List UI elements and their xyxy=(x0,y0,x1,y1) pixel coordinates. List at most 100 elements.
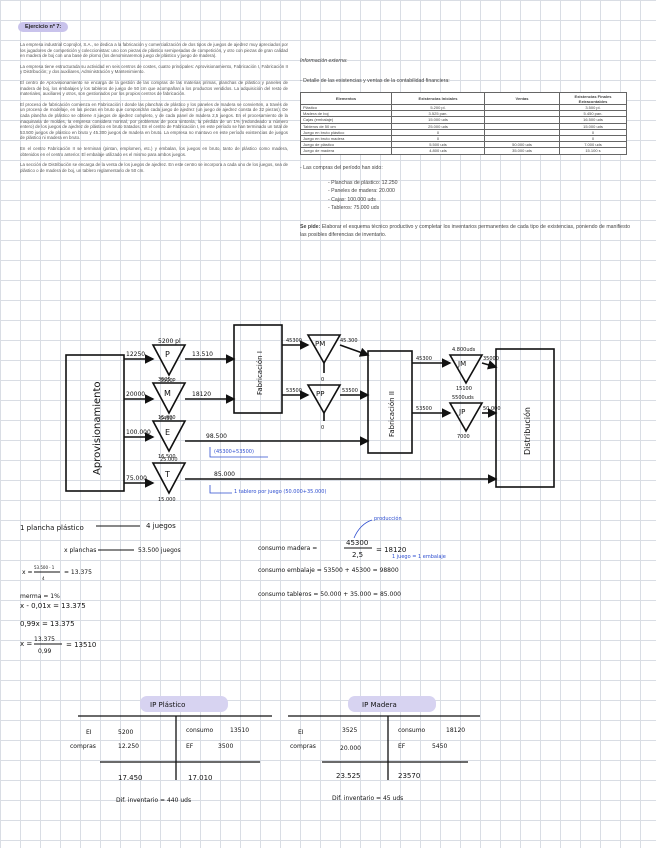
ipp-ef-v: 3500 xyxy=(218,743,233,750)
pp-out: 53500 xyxy=(342,388,358,394)
ipp-compras-v: 12.250 xyxy=(118,743,139,750)
ip-plastico-title-bg xyxy=(140,696,228,712)
table-header-row: Elementos Existencias Iniciales Ventas E… xyxy=(300,92,627,105)
paragraph: El centro de Aprovisionamiento se encarg… xyxy=(20,79,288,97)
paragraph: En el centro Fabricación II se terminan … xyxy=(20,145,288,157)
triangle-pm xyxy=(306,334,342,365)
calc-m1d: 2,5 xyxy=(352,551,363,559)
calc-m1r: = 18120 xyxy=(376,546,406,554)
production-diagram: Aprovisionamiento Fabricación I Fabricac… xyxy=(65,324,555,503)
jp-in: 53500 xyxy=(416,406,432,412)
ipp-ei-v: 5200 xyxy=(118,729,133,736)
ipm-dif: Dif. inventario = 45 uds xyxy=(332,795,403,802)
jm-out: 35000 xyxy=(483,356,499,362)
triangle-jm xyxy=(448,354,484,385)
calc-l6: 0,99x = 13.375 xyxy=(20,620,75,628)
list-item: - Cajas: 100.000 uds xyxy=(328,196,376,203)
col-header: Ventas xyxy=(484,92,560,105)
ipm-ei-v: 3525 xyxy=(342,727,357,734)
paragraph: La sección de Distribución se encarga de… xyxy=(20,162,288,173)
purchases-block: - Las compras del período han sido: - Pl… xyxy=(300,165,630,213)
info-detail: - Detalle de las existencias y ventas de… xyxy=(300,78,450,84)
p-out: 13.510 xyxy=(192,351,213,358)
calculations: 1 plancha plástico 4 juegos x planchas 5… xyxy=(20,515,446,600)
triangle-m xyxy=(151,382,187,415)
pm-out: 45.300 xyxy=(340,338,358,344)
calc-l1b: 4 juegos xyxy=(146,522,176,530)
ipm-total-r: 23570 xyxy=(398,772,420,780)
paragraph: El proceso de fabricación comienza en Fa… xyxy=(20,101,288,141)
ipm-compras-v: 20.000 xyxy=(340,745,361,752)
p-letter: P xyxy=(165,350,170,359)
ipm-total-l: 23.525 xyxy=(336,772,361,780)
calc-l3d: 4 xyxy=(42,576,45,581)
ipm-ef-v: 5450 xyxy=(432,743,447,750)
t-bottom: 15.000 xyxy=(158,497,176,503)
embalaje-note-arrow xyxy=(209,447,268,458)
calc-l7r: = 13510 xyxy=(66,641,96,649)
pm-letter: PM xyxy=(315,340,325,348)
fab1-label: Fabricación I xyxy=(256,351,264,395)
pm-bottom: 0 xyxy=(321,377,324,383)
pp-in: 53500 xyxy=(286,388,302,394)
t-in: 75.000 xyxy=(126,475,147,482)
ipp-total-l: 17.450 xyxy=(118,774,143,782)
cell: 15.100 s xyxy=(559,147,627,155)
ipm-cons: consumo xyxy=(398,727,426,734)
fab2-label: Fabricación II xyxy=(388,391,396,437)
pp-letter: PP xyxy=(316,390,324,398)
calc-l2a: x planchas xyxy=(64,547,96,554)
p-bottom: 3500 xyxy=(160,378,173,384)
e-in: 100.000 xyxy=(126,429,151,436)
exercise-badge: Ejercicio nº 7: xyxy=(18,22,69,32)
jm-bottom: 15100 xyxy=(456,386,472,392)
ipp-cons-v: 13510 xyxy=(230,727,249,734)
p-top: 5200 pl xyxy=(158,338,181,345)
dist-label: Distribución xyxy=(522,407,532,455)
t-letter: T xyxy=(164,470,170,479)
purchases-title: - Las compras del período han sido: xyxy=(300,164,383,171)
jp-out: 50.000 xyxy=(483,406,501,412)
aprovisionamiento-box xyxy=(65,354,125,492)
ipp-ei: EI xyxy=(86,729,92,736)
triangle-t xyxy=(151,462,187,495)
jp-top: 5500uds xyxy=(452,395,474,401)
triangle-jp xyxy=(448,402,484,433)
ipm-cons-v: 18120 xyxy=(446,727,465,734)
col-header: Elementos xyxy=(300,92,392,105)
calc-l7a: x = xyxy=(20,640,32,648)
ipp-total-r: 17.010 xyxy=(188,774,213,782)
triangle-p xyxy=(151,344,187,377)
triangle-pp xyxy=(306,384,342,415)
calc-l3n: 53.500 · 1 xyxy=(34,565,55,570)
distribucion-box xyxy=(495,348,555,488)
t-top: 25.000 xyxy=(160,457,178,463)
m-out: 18120 xyxy=(192,391,211,398)
m-letter: M xyxy=(164,389,171,398)
paragraph: La empresa industrial Coprojlor, S.A., s… xyxy=(20,42,288,59)
list-item: - Paneles de madera: 20.000 xyxy=(328,188,395,194)
calc-l5: x - 0,01x = 13.375 xyxy=(20,602,86,610)
jm-letter: JM xyxy=(457,360,466,368)
statement-text: La empresa industrial Coprojlor, S.A., s… xyxy=(20,42,288,178)
task-statement: Se pide: Elaborar el esquema técnico pro… xyxy=(300,223,630,239)
ip-madera-title: IP Madera xyxy=(362,701,397,709)
calc-m2note: 1 juego = 1 embalaje xyxy=(392,554,446,560)
t-note: 1 tablero por juego (50.000+35.000) xyxy=(234,489,326,495)
pp-bottom: 0 xyxy=(321,425,324,431)
ipp-cons: consumo xyxy=(186,727,214,734)
col-header: Existencias Finales Extracontables xyxy=(559,92,627,105)
e-bottom: 16.500 xyxy=(158,454,176,460)
m-in: 20000 xyxy=(126,391,145,398)
inventory-accounts: IP Plástico EI 5200 consumo 13510 compra… xyxy=(70,696,480,804)
pm-in: 45300 xyxy=(286,338,302,344)
calc-l3r: = 13.375 xyxy=(64,569,92,576)
ipp-dif: Dif. inventario = 440 uds xyxy=(116,797,191,804)
p-in: 12250 xyxy=(126,351,145,358)
calc-m1n: 45300 xyxy=(346,539,368,547)
jm-in: 45300 xyxy=(416,356,432,362)
jm-top: 4.800uds xyxy=(452,347,476,353)
e-note: (45300+53500) xyxy=(214,449,254,455)
ipm-ef: EF xyxy=(398,743,406,750)
